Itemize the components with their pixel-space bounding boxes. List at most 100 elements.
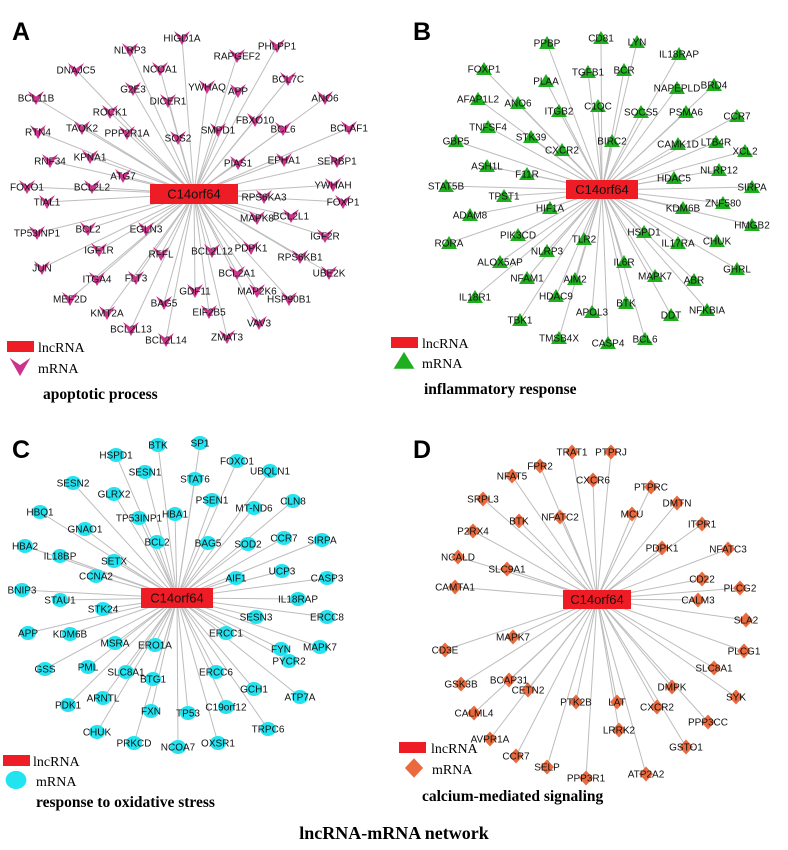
edge: [601, 115, 738, 191]
mrna-node-marker: [262, 464, 278, 478]
edge: [193, 119, 256, 195]
mrna-node-marker: [639, 766, 653, 782]
mrna-node-marker: [281, 654, 297, 668]
mrna-node-label: ABR: [684, 276, 705, 287]
mrna-node-marker: [153, 247, 169, 261]
mrna-node-label: ERCC8: [310, 613, 344, 624]
mrna-node-label: MSRA: [101, 639, 130, 650]
mrna-node-marker: [230, 84, 246, 98]
edge: [596, 513, 633, 600]
mrna-node-marker: [701, 714, 715, 730]
mrna-node-label: IL18RAP: [659, 50, 699, 61]
mrna-node-marker: [60, 698, 76, 712]
mrna-node-marker: [519, 271, 535, 284]
edge: [596, 598, 737, 698]
mrna-node-label: C1QC: [584, 102, 612, 113]
mrna-node-marker: [451, 549, 465, 565]
mrna-node-marker: [567, 272, 583, 285]
hub-lncrna-node: [563, 590, 631, 609]
mrna-node-marker: [686, 273, 702, 286]
mrna-node-label: BCL2L2: [74, 183, 111, 194]
edge: [75, 69, 195, 195]
mrna-node-marker: [438, 642, 452, 658]
mrna-node-marker: [292, 250, 308, 264]
mrna-node-marker: [317, 229, 333, 243]
mrna-node-marker: [230, 156, 246, 170]
mrna-node-marker: [462, 208, 478, 221]
mrna-node-marker: [467, 705, 481, 721]
edge: [157, 444, 178, 599]
mrna-node-marker: [590, 99, 606, 112]
mrna-node-label: SERBP1: [317, 157, 357, 168]
mrna-node-label: TMSB4X: [539, 334, 579, 345]
mrna-node-marker: [108, 448, 124, 462]
mrna-node-label: BRD4: [701, 81, 728, 92]
mrna-node-label: BNIP3: [8, 586, 37, 597]
edge: [81, 127, 195, 195]
mrna-node-marker: [625, 506, 639, 522]
mrna-node-label: SOS2: [165, 134, 192, 145]
mrna-node-marker: [20, 626, 36, 640]
circle-icon: [5, 770, 27, 790]
mrna-node-label: BAG5: [151, 299, 178, 310]
edge: [176, 597, 227, 708]
mrna-nodes: [14, 436, 335, 754]
mrna-node-label: CD81: [588, 34, 614, 45]
edge: [130, 193, 195, 330]
mrna-node-marker: [533, 458, 547, 474]
mrna-node-label: DMTN: [663, 499, 692, 510]
mrna-node-marker: [448, 579, 462, 595]
mrna-node-marker: [733, 580, 747, 596]
edge: [499, 189, 603, 263]
edge: [193, 193, 196, 292]
mrna-node-label: ZMAT3: [211, 333, 243, 344]
mrna-node-marker: [280, 72, 296, 86]
mrna-node-marker: [137, 465, 153, 479]
mrna-node-marker: [629, 35, 645, 48]
edge: [558, 189, 603, 339]
mrna-node-marker: [616, 63, 632, 76]
mrna-node-marker: [669, 81, 685, 94]
process-title: inflammatory response: [424, 381, 577, 398]
mrna-node-marker: [476, 62, 492, 75]
mrna-node-label: GDF11: [179, 287, 211, 298]
mrna-node-label: PLCG1: [728, 647, 761, 658]
mrna-node-marker: [32, 505, 48, 519]
mrna-node-marker: [707, 660, 721, 676]
edge: [601, 53, 680, 191]
mrna-node-marker: [454, 676, 468, 692]
mrna-node-label: SESN2: [57, 479, 90, 490]
mrna-node-marker: [695, 516, 709, 532]
mrna-node-label: PPP3CC: [688, 718, 728, 729]
mrna-node-label: CHUK: [83, 728, 112, 739]
edge: [39, 511, 178, 599]
mrna-node-marker: [283, 209, 299, 223]
edge: [193, 193, 258, 292]
mrna-node-marker: [256, 190, 272, 204]
legend-lncrna-label: lncRNA: [38, 341, 86, 356]
mrna-node-label: APP: [18, 629, 38, 640]
mrna-node-marker: [80, 222, 96, 236]
edge: [126, 132, 195, 195]
legend-mrna-marker: [5, 770, 27, 790]
mrna-node-marker: [519, 167, 535, 180]
mrna-node-marker: [246, 501, 262, 515]
edge: [558, 110, 603, 191]
mrna-node-label: CD3E: [432, 646, 459, 657]
mrna-node-label: SLC9A1: [488, 565, 526, 576]
mrna-node-marker: [441, 236, 457, 249]
mrna-node-label: BTK: [616, 299, 636, 310]
mrna-node-label: SIRPA: [737, 183, 767, 194]
mrna-node-label: ANO6: [311, 94, 339, 105]
mrna-node-marker: [500, 561, 514, 577]
mrna-node-label: PLCG2: [724, 584, 757, 595]
edge: [596, 598, 658, 708]
edge: [546, 598, 598, 768]
mrna-node-label: TNFSF4: [469, 123, 507, 134]
mrna-node-marker: [593, 31, 609, 44]
mrna-node-marker: [711, 163, 727, 176]
